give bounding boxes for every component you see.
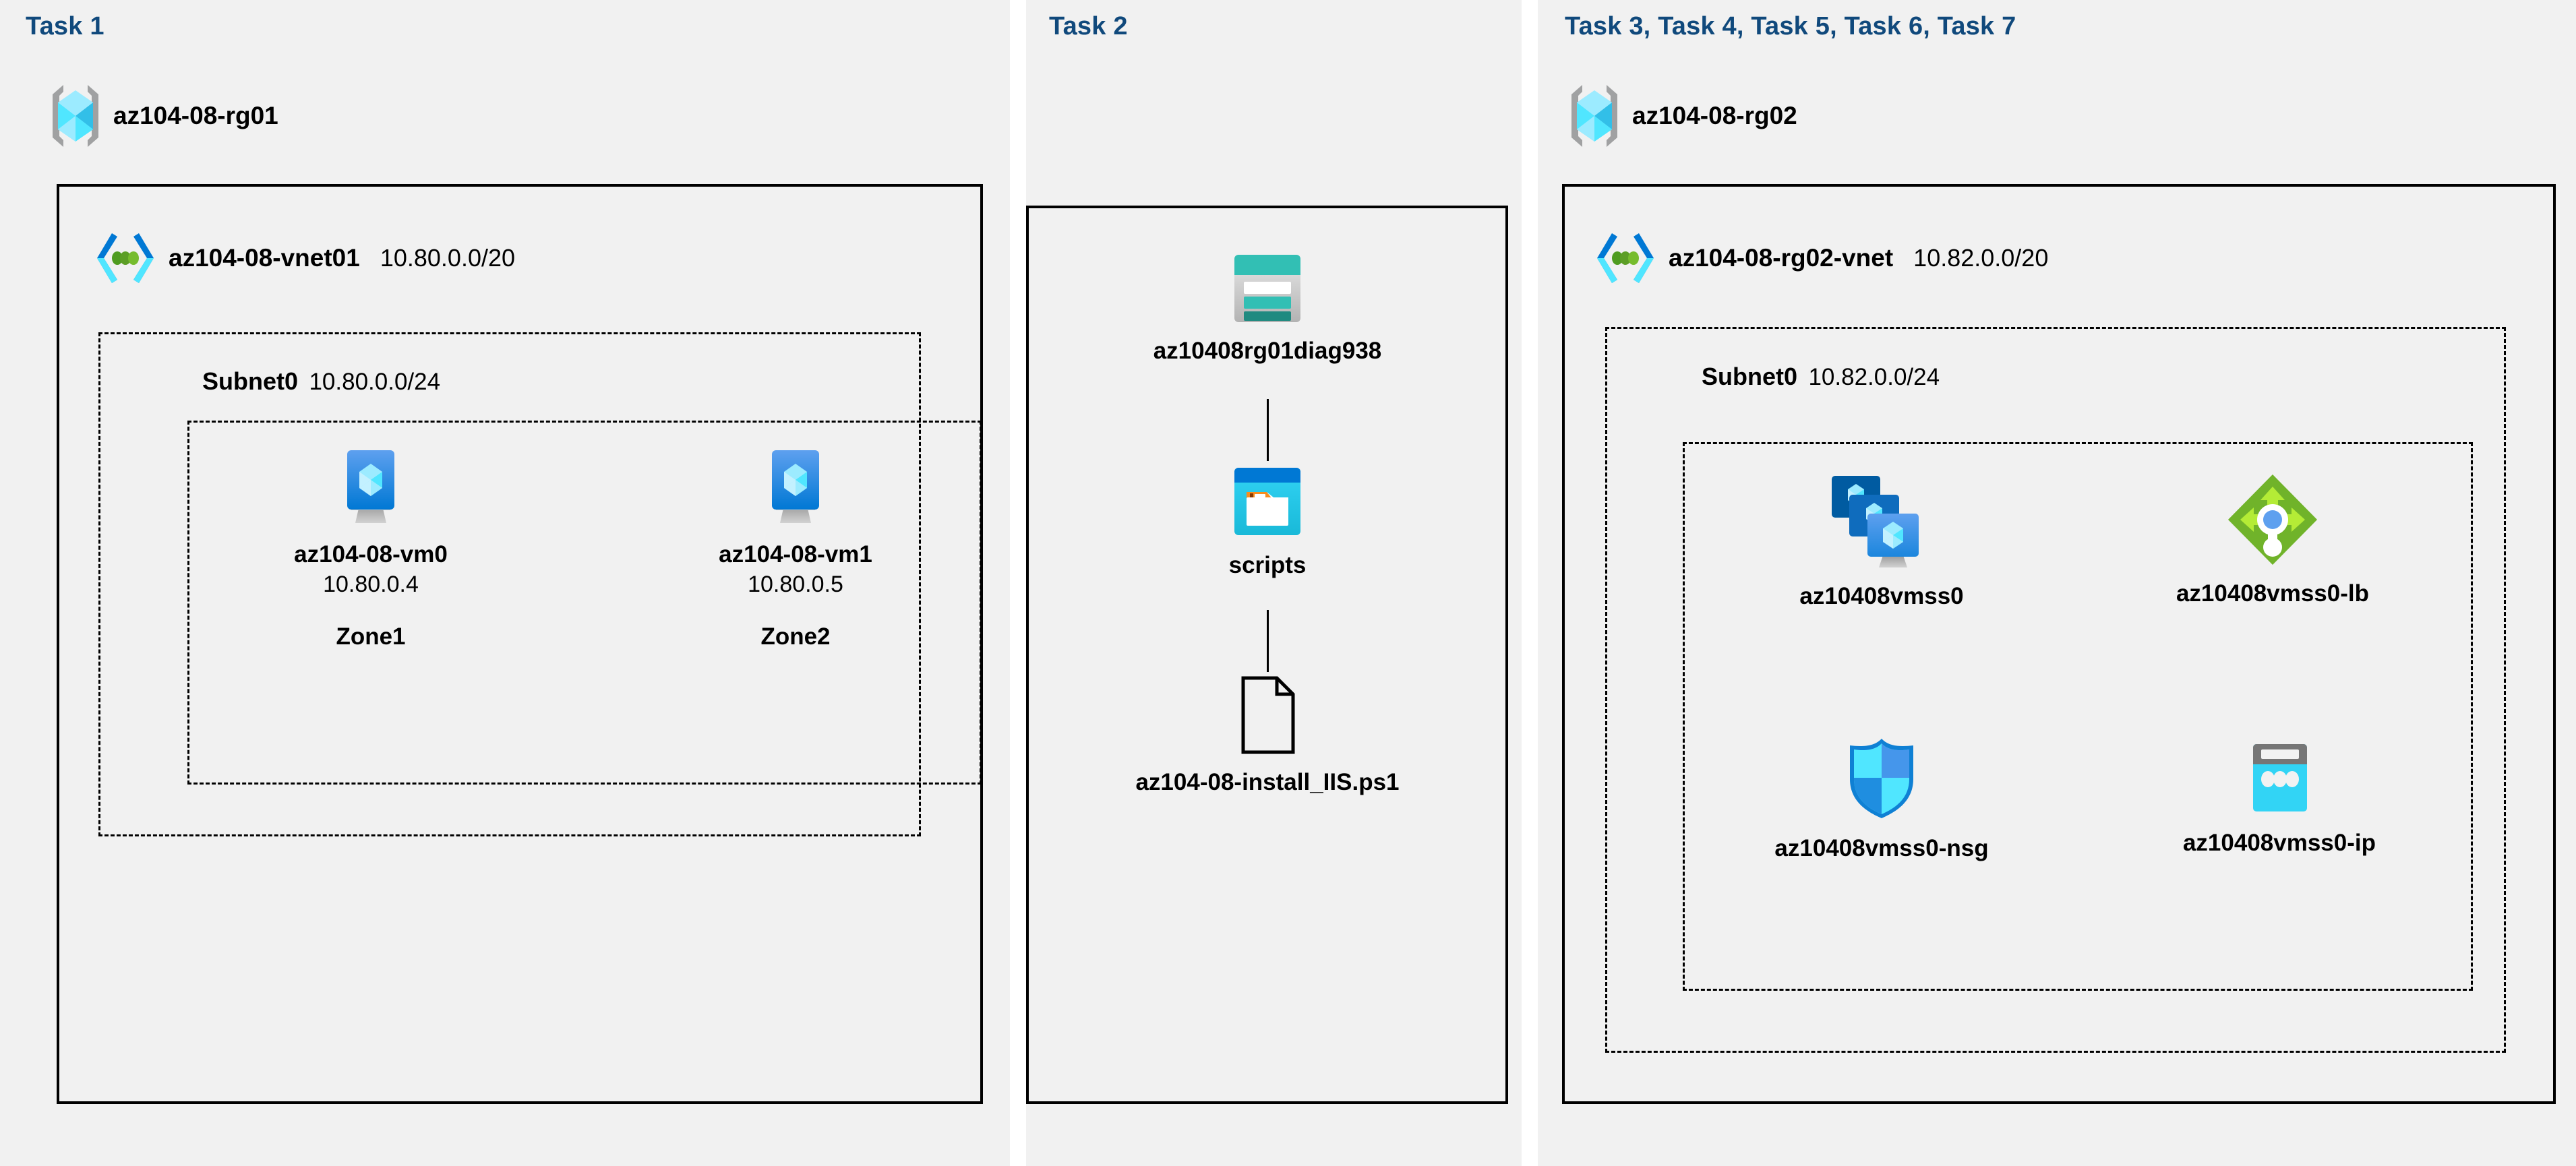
- virtual-network-icon: [94, 231, 156, 286]
- connector-scripts-to-script-file: [1267, 610, 1269, 672]
- blob-container-node[interactable]: scripts: [1146, 464, 1389, 580]
- load-balancer-icon: [2225, 472, 2320, 567]
- storage-account-name: az10408rg01diag938: [1153, 338, 1382, 364]
- resource-group-icon: [1569, 81, 1620, 151]
- task-2-label: Task 2: [1049, 12, 1128, 40]
- subnet-cidr-subnet0: 10.80.0.0/24: [309, 369, 441, 395]
- vm-node-az104-08-vm0[interactable]: az104-08-vm0 10.80.0.4 Zone1: [249, 445, 492, 650]
- panel-task-1: Task 1 az104-08-rg01: [0, 0, 1010, 1166]
- script-file-name: az104-08-install_IIS.ps1: [1135, 769, 1400, 795]
- public-ip-node[interactable]: az10408vmss0-ip: [2138, 741, 2421, 858]
- vmss-node[interactable]: az10408vmss0: [1740, 472, 2023, 611]
- storage-account-node[interactable]: az10408rg01diag938: [1146, 252, 1389, 366]
- subnet-boundary-subnet0: [98, 332, 921, 836]
- resource-group-icon: [50, 81, 101, 151]
- resource-group-name-rg02: az104-08-rg02: [1632, 102, 1797, 129]
- blob-container-icon: [1228, 464, 1307, 539]
- subnet-name-subnet0: Subnet0: [202, 367, 299, 395]
- vm-name-az104-08-vm0: az104-08-vm0: [294, 541, 448, 567]
- subnet-header-subnet0: Subnet0 10.80.0.0/24: [202, 367, 440, 396]
- vm-node-az104-08-vm1[interactable]: az104-08-vm1 10.80.0.5 Zone2: [674, 445, 917, 650]
- subnet-header-subnet0-rg02: Subnet0 10.82.0.0/24: [1702, 363, 1940, 391]
- public-ip-name: az10408vmss0-ip: [2182, 830, 2376, 856]
- resource-group-header-rg02: az104-08-rg02: [1569, 81, 1797, 151]
- storage-account-icon: [1228, 252, 1307, 325]
- task-3-7-label: Task 3, Task 4, Task 5, Task 6, Task 7: [1565, 12, 2016, 40]
- nsg-node[interactable]: az10408vmss0-nsg: [1733, 735, 2030, 863]
- subnet-name-subnet0-rg02: Subnet0: [1702, 363, 1798, 390]
- panel-task-2: Task 2: [1026, 0, 1522, 1166]
- vmss-resource-group-boundary: [1683, 442, 2473, 991]
- virtual-machine-icon: [754, 445, 837, 528]
- connector-storage-to-scripts: [1267, 399, 1269, 461]
- blob-container-name: scripts: [1228, 552, 1307, 578]
- subnet-cidr-subnet0-rg02: 10.82.0.0/24: [1808, 364, 1940, 390]
- public-ip-address-icon: [2241, 741, 2318, 817]
- task2-boundary: [1026, 206, 1508, 1104]
- vm-ip-az104-08-vm0: 10.80.0.4: [323, 571, 419, 597]
- network-security-group-icon: [1843, 735, 1920, 822]
- vnet-cidr-vnet01: 10.80.0.0/20: [380, 244, 516, 272]
- resource-group-name-rg01: az104-08-rg01: [113, 102, 278, 129]
- resource-group-header-rg01: az104-08-rg01: [50, 81, 278, 151]
- vm-scale-set-icon: [1829, 472, 1934, 570]
- task-1-label: Task 1: [26, 12, 104, 40]
- vm-name-az104-08-vm1: az104-08-vm1: [719, 541, 872, 567]
- vnet-header-rg02-vnet: az104-08-rg02-vnet 10.82.0.0/20: [1594, 231, 2048, 286]
- load-balancer-name: az10408vmss0-lb: [2176, 580, 2370, 607]
- panel-task-3-7: Task 3, Task 4, Task 5, Task 6, Task 7 a…: [1538, 0, 2576, 1166]
- vnet-name-vnet01: az104-08-vnet01: [169, 244, 360, 272]
- nsg-name: az10408vmss0-nsg: [1774, 835, 1989, 861]
- vnet-name-rg02-vnet: az104-08-rg02-vnet: [1669, 244, 1894, 272]
- vmss-name: az10408vmss0: [1799, 583, 1964, 609]
- subnet-boundary-subnet0-rg02: [1605, 327, 2506, 1053]
- script-file-node[interactable]: az104-08-install_IIS.ps1: [1106, 674, 1429, 797]
- vm-ip-az104-08-vm1: 10.80.0.5: [748, 571, 843, 597]
- load-balancer-node[interactable]: az10408vmss0-lb: [2131, 472, 2414, 609]
- vm-zone-az104-08-vm1: Zone2: [760, 623, 831, 650]
- virtual-network-icon: [1594, 231, 1656, 286]
- vm-group-boundary: [187, 421, 982, 785]
- vnet-cidr-rg02-vnet: 10.82.0.0/20: [1913, 244, 2049, 272]
- vnet-boundary-rg02-vnet: [1562, 184, 2556, 1104]
- script-file-icon: [1234, 674, 1301, 756]
- vnet-boundary-vnet01: [57, 184, 983, 1104]
- vnet-header-vnet01: az104-08-vnet01 10.80.0.0/20: [94, 231, 515, 286]
- virtual-machine-icon: [330, 445, 412, 528]
- vm-zone-az104-08-vm0: Zone1: [336, 623, 406, 650]
